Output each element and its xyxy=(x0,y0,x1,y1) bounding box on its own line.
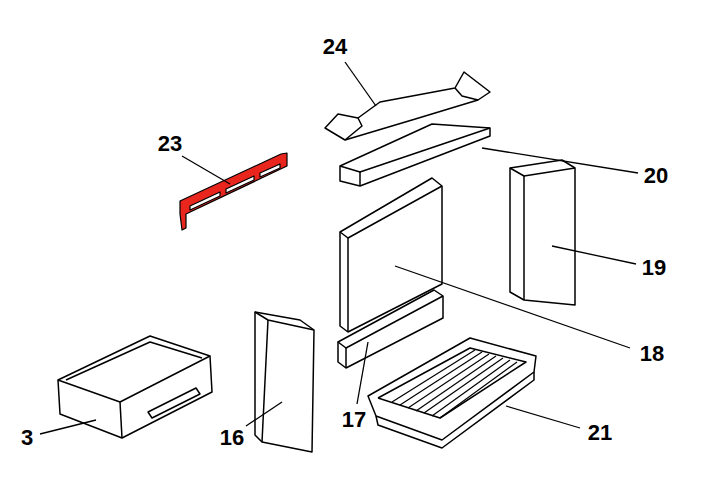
highlighted-bracket xyxy=(180,153,287,230)
brick-part xyxy=(338,290,443,368)
callout-number: 24 xyxy=(323,36,347,58)
grate-basket xyxy=(368,338,536,440)
callout-number: 21 xyxy=(588,422,612,444)
side-panel xyxy=(255,312,314,452)
callout-number: 18 xyxy=(640,343,664,365)
callout-number: 17 xyxy=(342,409,366,431)
callout-number: 16 xyxy=(220,427,244,449)
side-panel xyxy=(510,160,575,305)
callout-number: 23 xyxy=(158,133,182,155)
callout-number: 19 xyxy=(642,257,666,279)
leader-lines xyxy=(40,62,638,434)
callout-number: 3 xyxy=(21,427,33,449)
ash-pan xyxy=(58,336,212,438)
callout-number: 20 xyxy=(644,165,668,187)
baffle-plate xyxy=(340,124,490,186)
